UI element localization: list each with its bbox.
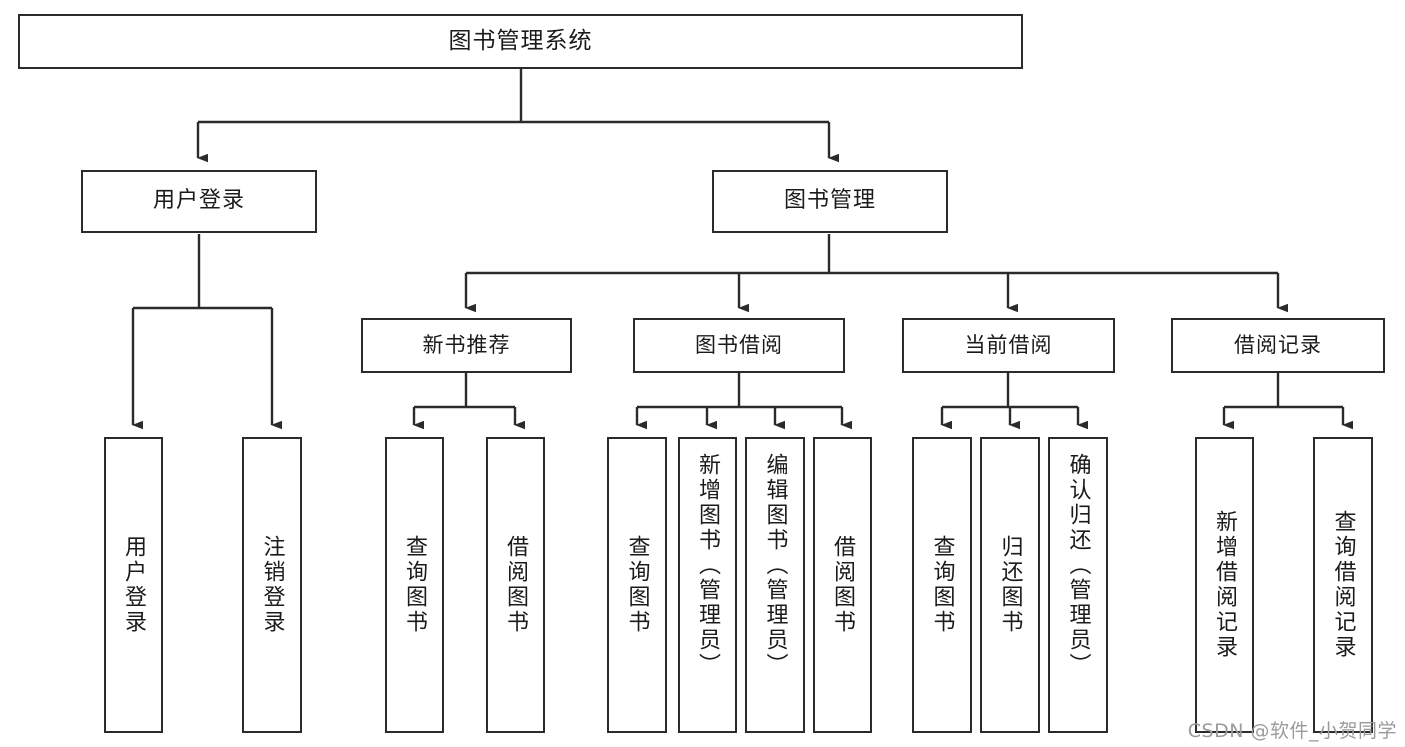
leaf-bb-query-book[interactable]: 查询图书 <box>607 437 667 733</box>
node-borrow-record-label: 借阅记录 <box>1234 332 1322 357</box>
node-new-book-recommend[interactable]: 新书推荐 <box>361 318 572 373</box>
leaf-bb-add-book-admin[interactable]: 新增图书（管理员） <box>678 437 737 733</box>
leaf-br-add-record[interactable]: 新增借阅记录 <box>1195 437 1254 733</box>
leaf-nb-borrow-book[interactable]: 借阅图书 <box>486 437 545 733</box>
node-book-manage-label: 图书管理 <box>783 188 876 214</box>
leaf-bb-edit-book-admin-label: 编辑图书（管理员） <box>762 453 788 678</box>
node-book-borrow[interactable]: 图书借阅 <box>633 318 845 373</box>
leaf-bb-borrow-book[interactable]: 借阅图书 <box>813 437 872 733</box>
leaf-br-add-record-label: 新增借阅记录 <box>1212 510 1238 660</box>
leaf-br-query-record-label: 查询借阅记录 <box>1330 510 1356 660</box>
leaf-cb-confirm-return-admin[interactable]: 确认归还（管理员） <box>1048 437 1108 733</box>
leaf-cb-return-book-label: 归还图书 <box>997 535 1023 635</box>
node-user-login-label: 用户登录 <box>152 188 245 214</box>
node-new-book-recommend-label: 新书推荐 <box>422 332 511 357</box>
node-borrow-record[interactable]: 借阅记录 <box>1171 318 1385 373</box>
leaf-cb-query-book-label: 查询图书 <box>929 535 955 635</box>
node-book-borrow-label: 图书借阅 <box>695 332 783 357</box>
node-user-login[interactable]: 用户登录 <box>81 170 317 233</box>
leaf-cb-query-book[interactable]: 查询图书 <box>912 437 972 733</box>
node-current-borrow[interactable]: 当前借阅 <box>902 318 1115 373</box>
watermark-text: CSDN @软件_小贺同学 <box>1187 720 1397 742</box>
node-root-system-label: 图书管理系统 <box>448 27 593 54</box>
leaf-nb-query-book[interactable]: 查询图书 <box>385 437 444 733</box>
leaf-logout-label: 注销登录 <box>259 535 285 635</box>
leaf-nb-borrow-book-label: 借阅图书 <box>503 535 529 635</box>
node-book-manage[interactable]: 图书管理 <box>712 170 948 233</box>
node-current-borrow-label: 当前借阅 <box>964 332 1053 357</box>
leaf-user-login-label: 用户登录 <box>121 535 147 635</box>
leaf-logout[interactable]: 注销登录 <box>242 437 302 733</box>
leaf-bb-edit-book-admin[interactable]: 编辑图书（管理员） <box>745 437 805 733</box>
leaf-bb-add-book-admin-label: 新增图书（管理员） <box>695 453 721 678</box>
leaf-bb-query-book-label: 查询图书 <box>624 535 650 635</box>
node-root-system[interactable]: 图书管理系统 <box>18 14 1023 69</box>
leaf-nb-query-book-label: 查询图书 <box>402 535 428 635</box>
leaf-user-login[interactable]: 用户登录 <box>104 437 163 733</box>
leaf-cb-confirm-return-admin-label: 确认归还（管理员） <box>1065 453 1091 678</box>
leaf-cb-return-book[interactable]: 归还图书 <box>980 437 1040 733</box>
leaf-br-query-record[interactable]: 查询借阅记录 <box>1313 437 1373 733</box>
leaf-bb-borrow-book-label: 借阅图书 <box>830 535 856 635</box>
